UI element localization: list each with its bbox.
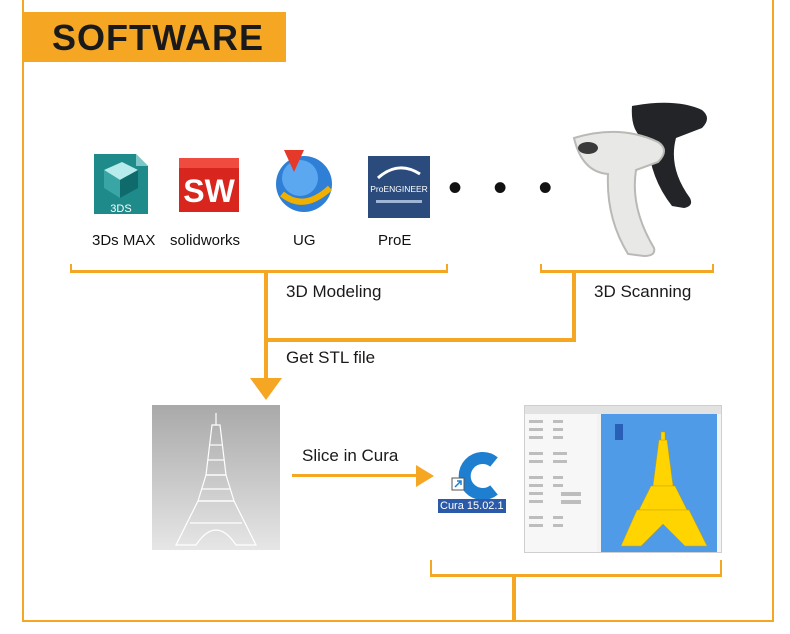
slice-label: Slice in Cura [302, 446, 399, 465]
modeling-down-line [264, 272, 268, 380]
section-frame [22, 0, 774, 622]
slice-arrow-line [292, 474, 418, 477]
scanning-down-line [572, 272, 576, 342]
scanning-bracket-right [712, 264, 714, 272]
modeling-bracket [70, 270, 448, 273]
software-label-ug: UG [293, 232, 316, 249]
stl-model-image [152, 405, 280, 550]
bottom-bracket [430, 574, 722, 577]
cura-shortcut-label[interactable]: Cura 15.02.1 [438, 499, 506, 513]
merge-line [264, 338, 576, 342]
ug-nx-icon [270, 146, 340, 218]
software-label-3ds-max: 3Ds MAX [92, 232, 156, 249]
bottom-down-line [512, 576, 516, 620]
solidworks-icon: SW [176, 152, 242, 216]
3d-scanner-image [566, 98, 726, 258]
3ds-icon-text: 3DS [110, 203, 131, 215]
scanning-bracket [540, 270, 714, 273]
software-label-proe: ProE [378, 232, 412, 249]
software-label-solidworks: solidworks [170, 232, 241, 249]
slice-arrow-icon [416, 465, 434, 487]
modeling-label: 3D Modeling [286, 282, 382, 301]
3ds-max-icon: 3DS [92, 152, 150, 216]
bottom-bracket-left [430, 560, 432, 576]
pro-engineer-icon: ProENGINEER [368, 156, 430, 218]
scanning-label: 3D Scanning [594, 282, 692, 301]
stl-label: Get STL file [286, 348, 376, 367]
bottom-bracket-right [720, 560, 722, 576]
more-software-ellipsis: • • • [448, 166, 563, 210]
modeling-bracket-left [70, 264, 72, 272]
section-title: SOFTWARE [22, 12, 286, 62]
proe-icon-text: ProENGINEER [370, 184, 428, 194]
down-arrow-icon [250, 378, 282, 400]
scanning-bracket-left [540, 264, 542, 272]
cura-app-window [524, 405, 722, 553]
solidworks-icon-text: SW [183, 173, 235, 209]
cura-shortcut[interactable] [438, 444, 512, 506]
modeling-bracket-right [446, 264, 448, 272]
